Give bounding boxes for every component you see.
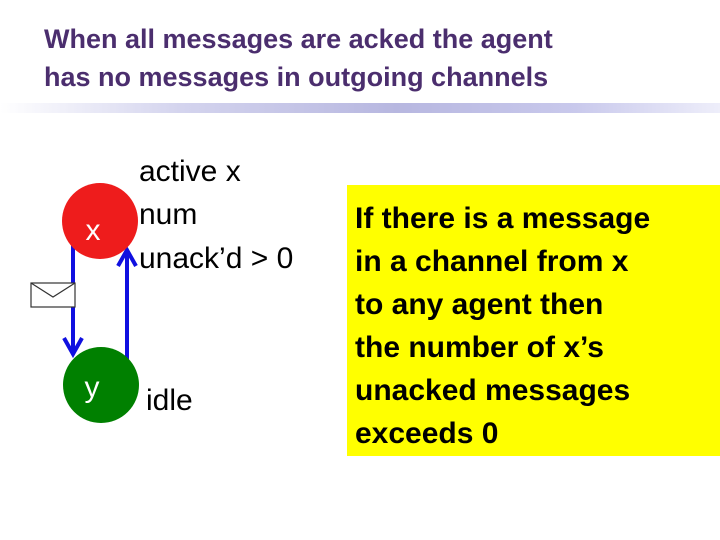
node-y-label: y [85,371,100,404]
node-x [62,183,138,259]
send-arrow-head [62,337,84,359]
slide-title: When all messages are acked the agent ha… [44,20,704,96]
title-line-2: has no messages in outgoing channels [44,62,549,92]
active-label-line-1: active x [139,155,241,188]
note-line-1: If there is a message [355,202,651,235]
note-line-2: in a channel from x [355,245,629,278]
ack-arrow-head [116,245,138,267]
active-label-line-3: unack’d > 0 [139,242,294,275]
title-line-1: When all messages are acked the agent [44,24,553,54]
idle-label: idle [146,384,193,417]
active-label-line-2: num [139,198,198,231]
note-line-5: unacked messages [355,374,631,407]
node-y [63,347,139,423]
envelope-icon [30,282,76,308]
note-line-6: exceeds 0 [355,417,499,450]
note-line-3: to any agent then [355,288,604,321]
invariant-note: If there is a message in a channel from … [347,185,720,456]
note-line-4: the number of x’s [355,331,604,364]
node-x-label: x [86,214,101,247]
title-divider [0,103,720,113]
